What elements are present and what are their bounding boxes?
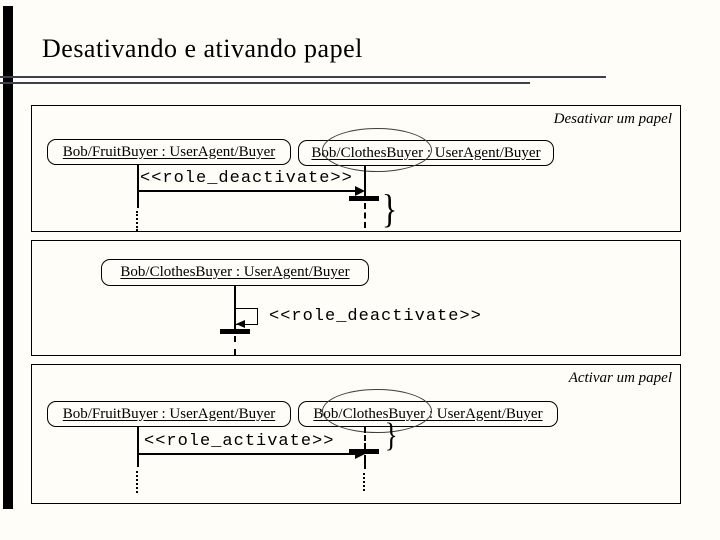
object-label: Bob/FruitBuyer : UserAgent/Buyer: [62, 143, 276, 160]
object-box-fruitbuyer: Bob/FruitBuyer : UserAgent/Buyer: [47, 401, 291, 427]
highlight-ellipse: [322, 128, 432, 172]
arrowhead-right-icon: [355, 186, 365, 196]
object-label: Bob/ClothesBuyer : UserAgent/Buyer: [120, 264, 350, 280]
slide-title: Desativando e ativando papel: [42, 34, 363, 63]
left-accent-bar: [3, 6, 13, 509]
highlight-ellipse: [322, 389, 432, 433]
deactivation-bar: [220, 329, 250, 334]
object-box-clothesbuyer: Bob/ClothesBuyer : UserAgent/Buyer: [101, 259, 369, 286]
object-box-fruitbuyer: Bob/FruitBuyer : UserAgent/Buyer: [47, 139, 291, 165]
lifeline-dashed-right: [364, 203, 366, 228]
lifeline-dotted-left: [136, 471, 138, 493]
deactivation-brace: }: [381, 186, 398, 231]
object-label: Bob/FruitBuyer : UserAgent/Buyer: [62, 405, 276, 422]
deactivation-bar: [349, 196, 379, 201]
message-label: <<role_deactivate>>: [269, 307, 482, 326]
lifeline-solid-right: [364, 166, 366, 197]
message-arrow-line: [137, 453, 359, 455]
arrowhead-right-icon: [355, 449, 365, 459]
self-message-loop: [235, 308, 258, 325]
title-underline-bottom: [0, 82, 530, 84]
panel-self-deactivate: Bob/ClothesBuyer : UserAgent/Buyer <<rol…: [31, 240, 681, 356]
arrowhead-left-icon: [236, 320, 245, 328]
panel-deactivate-message: Desativar um papel Bob/FruitBuyer : User…: [31, 105, 681, 232]
lifeline-solid-right: [364, 455, 366, 469]
message-arrow-line: [137, 190, 359, 192]
lifeline-dashed-right: [364, 427, 366, 449]
message-label: <<role_deactivate>>: [140, 169, 353, 188]
message-label: <<role_activate>>: [144, 432, 335, 451]
activation-bar: [349, 449, 379, 454]
deactivation-brace: }: [384, 417, 398, 454]
lifeline-dotted-right: [363, 473, 365, 491]
lifeline-solid-left: [137, 427, 139, 467]
lifeline-solid-left: [137, 165, 139, 208]
lifeline-dotted-left: [136, 211, 138, 231]
title-underline-top: [0, 76, 606, 78]
panel-caption: Desativar um papel: [553, 111, 672, 127]
lifeline-dashed: [234, 336, 236, 355]
panel-caption: Activar um papel: [568, 370, 672, 386]
panel-activate-message: Activar um papel Bob/FruitBuyer : UserAg…: [31, 364, 681, 504]
